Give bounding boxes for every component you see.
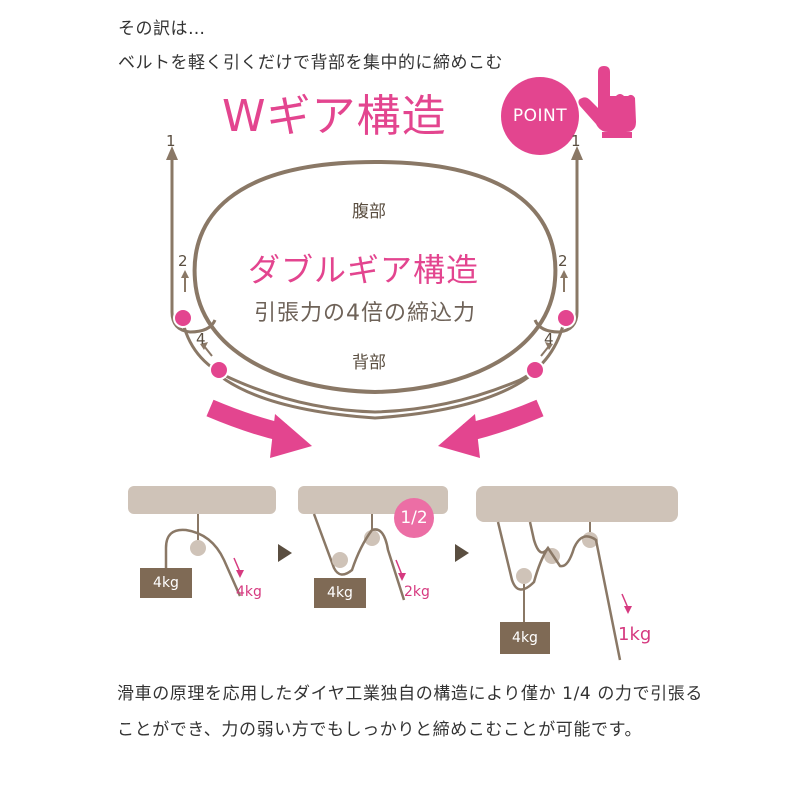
weight-box-1: 4kg (140, 568, 192, 598)
left-belt-line (170, 160, 217, 334)
right-upper-pulley (556, 308, 576, 328)
right-arrow-1 (571, 146, 583, 160)
pointing-hand-icon (578, 66, 636, 138)
bottom-description: 滑車の原理を応用したダイヤ工業独自の構造により僅か 1/4 の力で引張ることがで… (117, 684, 703, 740)
diagram-heading: ダブルギア構造 (248, 251, 480, 289)
step-arrow-1 (278, 544, 292, 562)
right-label-1: 1 (571, 132, 581, 150)
right-label-4: 4 (544, 330, 554, 348)
left-arrow-1 (166, 146, 178, 160)
right-belt-line (533, 160, 579, 334)
force-label-1: 4kg (236, 584, 262, 600)
left-label-1: 1 (166, 132, 176, 150)
force-label-3: 1kg (618, 624, 652, 645)
back-label: 背部 (352, 353, 386, 373)
right-lower-pulley (525, 360, 545, 380)
left-arrow-2 (181, 270, 189, 278)
half-badge: 1/2 (394, 498, 434, 538)
left-label-4: 4 (196, 330, 206, 348)
weight-box-2: 4kg (314, 578, 366, 608)
main-title: Wギア構造 (222, 91, 447, 142)
belly-label: 腹部 (352, 202, 386, 222)
diagram-subheading: 引張力の4倍の締込力 (254, 301, 476, 326)
pulley-panel-1 (128, 486, 276, 597)
left-arrow-4 (200, 342, 208, 350)
right-arrow-4 (545, 342, 553, 350)
right-arrow-2 (560, 270, 568, 278)
step-arrow-2 (455, 544, 469, 562)
left-lower-pulley (209, 360, 229, 380)
lower-belt-cross (214, 370, 536, 420)
point-badge: POINT (501, 77, 579, 155)
pulley-panel-3 (476, 486, 678, 661)
intro-line-2: ベルトを軽く引くだけで背部を集中的に締めこむ (118, 53, 503, 73)
left-upper-pulley (173, 308, 193, 328)
body-outline (192, 159, 558, 395)
force-label-2: 2kg (404, 584, 430, 600)
weight-box-3: 4kg (500, 622, 550, 654)
intro-line-1: その訳は… (118, 19, 206, 39)
left-label-2: 2 (178, 252, 188, 270)
right-label-2: 2 (558, 252, 568, 270)
